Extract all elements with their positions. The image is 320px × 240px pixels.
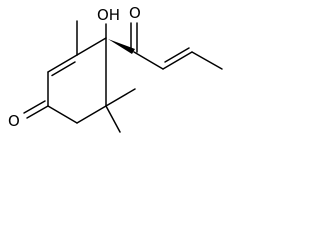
gem-methyl-bond-1 [105,88,136,107]
ring-bond-c3-c2 [47,54,78,73]
ring-bond-c1-c6 [47,105,78,124]
side-carbonyl-oxygen-label: O [129,4,141,22]
ring-carbonyl-oxygen-label: O [8,112,20,130]
gem-methyl-bond-2 [105,105,121,133]
chemical-structure: O OH O [8,4,223,133]
side-chain-double-bond-inner [164,47,190,63]
ring-carbonyl-bond-1 [26,105,49,119]
side-chain-bond-1 [133,51,164,70]
side-chain-bond-terminal [191,51,223,70]
side-chain-double-bond-outer [162,51,193,70]
ring-bond-c6-c5 [76,105,107,124]
crotonyl-side-chain: O [129,4,223,70]
stereo-wedge-bond [108,39,135,54]
hydroxyl-label: OH [97,6,120,24]
cyclohexenone-ring [47,37,107,124]
ring-bond-c4-c3 [76,37,107,56]
ring-bond-c3-c2-inner [51,61,76,77]
ring-carbonyl: O [8,100,49,130]
ring-carbonyl-bond-2 [23,100,46,114]
